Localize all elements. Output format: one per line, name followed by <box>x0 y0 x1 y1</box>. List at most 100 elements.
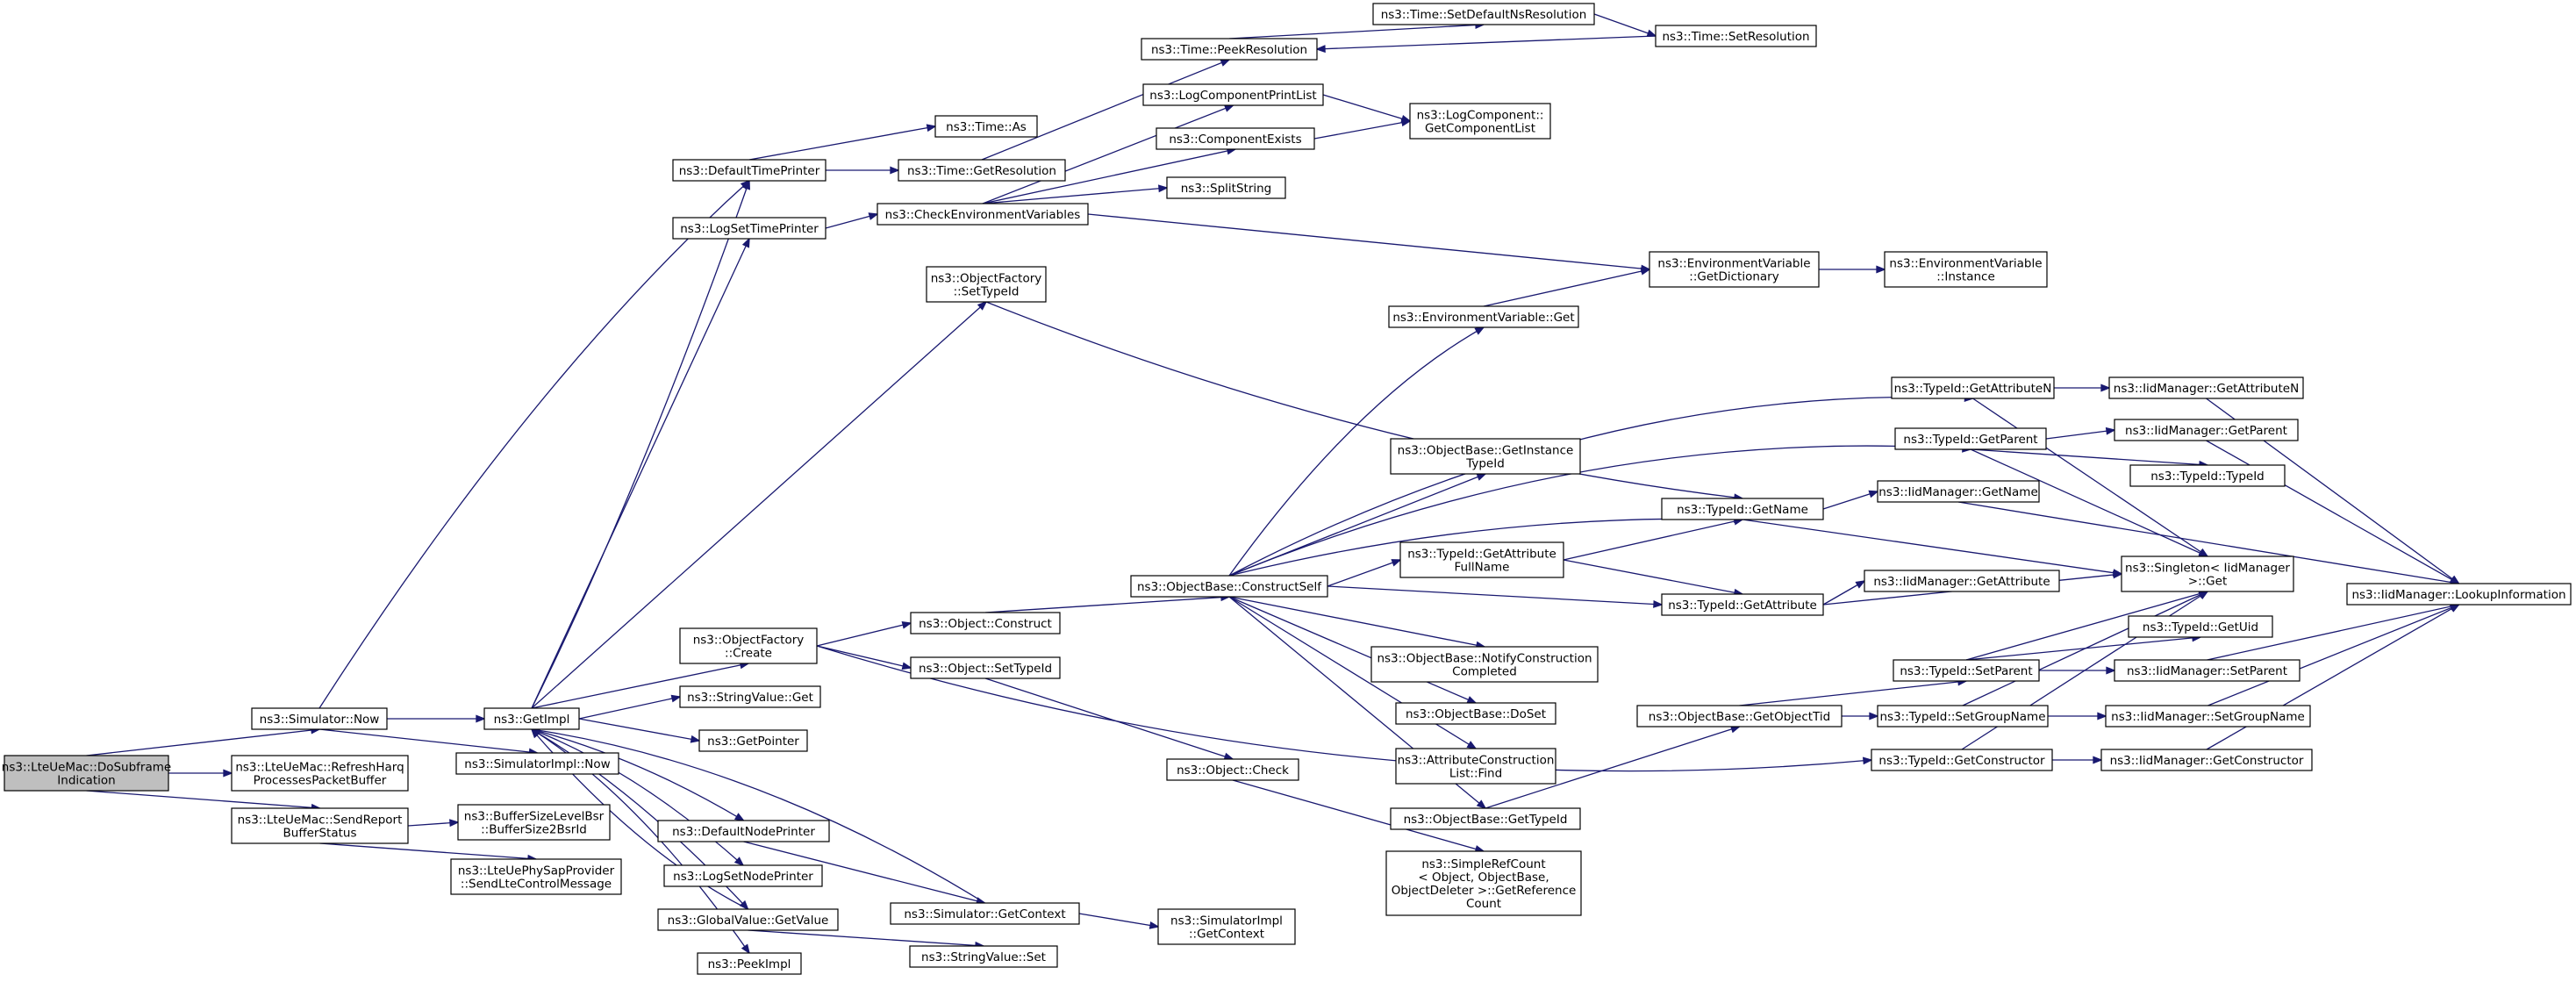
node-iidgetname[interactable]: ns3::IidManager::GetName <box>1877 480 2040 503</box>
node-bsr[interactable]: ns3::BufferSizeLevelBsr::BufferSize2BsrI… <box>457 804 611 841</box>
node-label: ns3::ComponentExists <box>1169 133 1301 147</box>
node-iidgetparent[interactable]: ns3::IidManager::GetParent <box>2114 419 2299 441</box>
edge-objcheck-to-refcount <box>1232 779 1485 853</box>
node-box <box>1871 749 2053 771</box>
edge-constructself-to-getattr <box>1327 585 1664 608</box>
node-getattr[interactable]: ns3::TypeId::GetAttribute <box>1661 593 1824 616</box>
node-label: ns3::LogSetTimePrinter <box>680 222 819 236</box>
edge-getattrn-to-iidgetattrn <box>2054 383 2111 392</box>
node-now[interactable]: ns3::Simulator::Now <box>251 707 388 730</box>
node-lookup[interactable]: ns3::IidManager::LookupInformation <box>2346 583 2572 606</box>
node-label: Indication <box>57 774 115 788</box>
edge-getname-to-iidgetname <box>1822 490 1879 510</box>
node-refresh[interactable]: ns3::LteUeMac::RefreshHarqProcessesPacke… <box>231 755 409 792</box>
node-getuid[interactable]: ns3::TypeId::GetUid <box>2128 615 2273 638</box>
node-label: Count <box>1466 897 1501 911</box>
node-getctor[interactable]: ns3::TypeId::GetConstructor <box>1871 749 2053 771</box>
node-box <box>450 858 622 895</box>
node-singleton[interactable]: ns3::Singleton< IidManager>::Get <box>2121 556 2294 592</box>
node-label: ::SendLteControlMessage <box>461 878 612 892</box>
node-iidgetattrn[interactable]: ns3::IidManager::GetAttributeN <box>2108 376 2304 399</box>
node-label: ns3::IidManager::LookupInformation <box>2351 588 2565 602</box>
node-logcompget[interactable]: ns3::LogComponent::GetComponentList <box>1409 103 1551 140</box>
node-iidsetparent[interactable]: ns3::IidManager::SetParent <box>2114 659 2301 682</box>
node-refcount[interactable]: ns3::SimpleRefCount< Object, ObjectBase,… <box>1385 850 1582 916</box>
node-label: ::GetDictionary <box>1689 270 1778 284</box>
node-objfactcreate[interactable]: ns3::ObjectFactory::Create <box>679 627 818 664</box>
node-simimplnow[interactable]: ns3::SimulatorImpl::Now <box>455 752 619 775</box>
node-notify[interactable]: ns3::ObjectBase::NotifyConstructionCompl… <box>1370 646 1599 683</box>
node-label: ns3::IidManager::SetParent <box>2127 664 2287 678</box>
node-getattrn[interactable]: ns3::TypeId::GetAttributeN <box>1891 376 2055 399</box>
node-logprint[interactable]: ns3::LogComponentPrintList <box>1142 83 1324 106</box>
node-peekres[interactable]: ns3::Time::PeekResolution <box>1141 38 1318 61</box>
node-box <box>1877 705 2049 728</box>
node-label: ns3::DefaultTimePrinter <box>679 164 820 178</box>
node-logsettime[interactable]: ns3::LogSetTimePrinter <box>672 217 826 240</box>
node-obgettype[interactable]: ns3::ObjectBase::GetTypeId <box>1390 807 1581 830</box>
node-sendlte[interactable]: ns3::LteUePhySapProvider::SendLteControl… <box>450 858 622 895</box>
node-simimplctx[interactable]: ns3::SimulatorImpl::GetContext <box>1157 908 1296 945</box>
node-iidsetgroup[interactable]: ns3::IidManager::SetGroupName <box>2105 705 2311 728</box>
node-deftimeprinter[interactable]: ns3::DefaultTimePrinter <box>672 159 826 182</box>
node-getimpl[interactable]: ns3::GetImpl <box>483 707 580 730</box>
node-typeidtypeid[interactable]: ns3::TypeId::TypeId <box>2129 464 2286 487</box>
edge-getattrfull-to-getattr <box>1563 559 1744 597</box>
node-envget[interactable]: ns3::EnvironmentVariable::Get <box>1388 305 1579 328</box>
node-iidgetattr[interactable]: ns3::IidManager::GetAttribute <box>1864 570 2060 592</box>
node-splitstr[interactable]: ns3::SplitString <box>1166 176 1286 199</box>
node-box <box>663 864 823 887</box>
edge-getimpl-to-logsettime <box>531 237 750 709</box>
node-label: ns3::Simulator::Now <box>260 713 380 727</box>
node-label: ns3::EnvironmentVariable::Get <box>1392 311 1574 325</box>
node-box <box>890 902 1080 925</box>
node-setres[interactable]: ns3::Time::SetResolution <box>1655 25 1817 47</box>
node-envinst[interactable]: ns3::EnvironmentVariable::Instance <box>1884 251 2048 288</box>
node-box <box>1390 807 1581 830</box>
node-box <box>1894 427 2047 450</box>
node-simgetctx[interactable]: ns3::Simulator::GetContext <box>890 902 1080 925</box>
node-iidgetctor[interactable]: ns3::IidManager::GetConstructor <box>2100 749 2313 771</box>
edge-root-to-refresh <box>168 769 233 778</box>
node-box <box>898 159 1066 182</box>
node-logsetnode[interactable]: ns3::LogSetNodePrinter <box>663 864 823 887</box>
node-label: ns3::ObjectFactory <box>931 272 1042 286</box>
node-peekimpl[interactable]: ns3::PeekImpl <box>697 952 802 975</box>
node-doset[interactable]: ns3::ObjectBase::DoSet <box>1395 702 1556 725</box>
node-envdict[interactable]: ns3::EnvironmentVariable::GetDictionary <box>1649 251 1820 288</box>
node-box <box>2114 419 2299 441</box>
node-label: ns3::ObjectBase::ConstructSelf <box>1137 580 1322 594</box>
node-globalget[interactable]: ns3::GlobalValue::GetValue <box>657 908 839 931</box>
node-label: ns3::LteUeMac::DoSubframe <box>2 761 171 775</box>
node-getname[interactable]: ns3::TypeId::GetName <box>1661 498 1824 520</box>
node-label: ns3::ObjectFactory <box>693 634 805 648</box>
node-setparent[interactable]: ns3::TypeId::SetParent <box>1893 659 2040 682</box>
node-getpointer[interactable]: ns3::GetPointer <box>698 729 808 752</box>
node-checkenv[interactable]: ns3::CheckEnvironmentVariables <box>877 203 1089 226</box>
node-setgroup[interactable]: ns3::TypeId::SetGroupName <box>1877 705 2049 728</box>
node-box <box>1409 103 1551 140</box>
node-strget[interactable]: ns3::StringValue::Get <box>679 685 821 708</box>
node-objcheck[interactable]: ns3::Object::Check <box>1166 758 1299 781</box>
node-box <box>457 804 611 841</box>
node-box <box>2114 659 2301 682</box>
node-objsettype[interactable]: ns3::Object::SetTypeId <box>910 656 1061 679</box>
node-constructself[interactable]: ns3::ObjectBase::ConstructSelf <box>1130 575 1328 598</box>
node-box <box>657 908 839 931</box>
node-timeas[interactable]: ns3::Time::As <box>934 115 1038 138</box>
node-setdefns[interactable]: ns3::Time::SetDefaultNsResolution <box>1372 3 1595 25</box>
node-timegetres[interactable]: ns3::Time::GetResolution <box>898 159 1066 182</box>
node-strset[interactable]: ns3::StringValue::Set <box>909 945 1058 968</box>
node-compexists[interactable]: ns3::ComponentExists <box>1156 127 1315 150</box>
node-getparent[interactable]: ns3::TypeId::GetParent <box>1894 427 2047 450</box>
node-getobjtid[interactable]: ns3::ObjectBase::GetObjectTid <box>1636 705 1843 728</box>
node-objfactset[interactable]: ns3::ObjectFactory::SetTypeId <box>926 266 1047 303</box>
node-box <box>2121 556 2294 592</box>
node-objconstruct[interactable]: ns3::Object::Construct <box>910 612 1061 634</box>
node-defnodeprinter[interactable]: ns3::DefaultNodePrinter <box>657 820 830 842</box>
